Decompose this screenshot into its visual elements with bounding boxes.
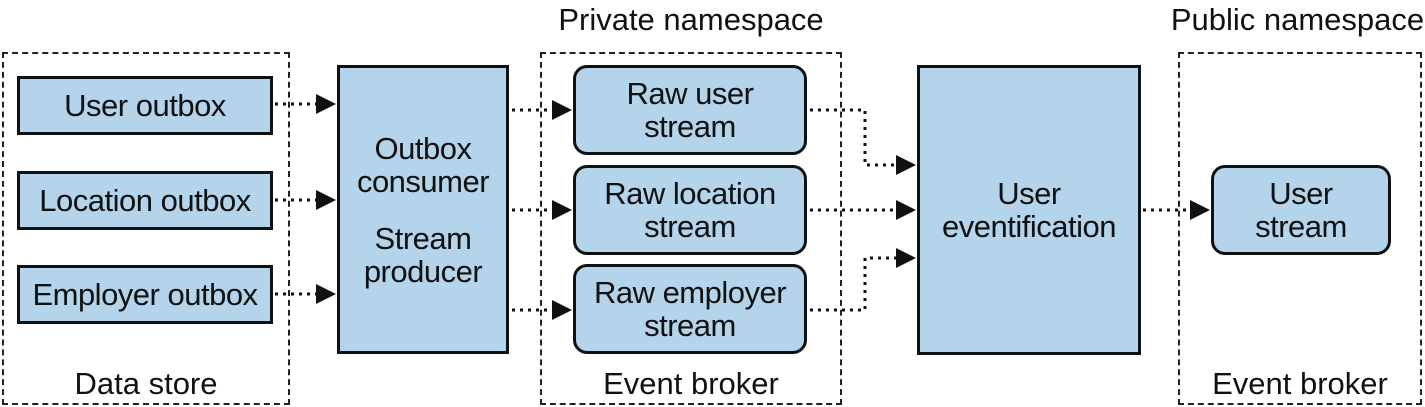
private-event-broker-group — [540, 52, 842, 405]
outbox-consumer-box: Outbox consumer Stream producer — [337, 65, 509, 354]
arrowhead-eventification-middle — [896, 200, 916, 220]
private-namespace-label: Private namespace — [558, 2, 824, 37]
arrowhead-user-stream — [1190, 200, 1210, 220]
stream-producer-label: Stream producer — [363, 220, 483, 289]
raw-location-stream: Raw location stream — [573, 165, 807, 255]
raw-user-stream: Raw user stream — [573, 65, 807, 155]
public-namespace-label: Public namespace — [1170, 2, 1425, 37]
arrowhead-eventification-bottom — [896, 248, 916, 268]
arrowhead-raw-employer — [552, 300, 572, 320]
public-event-broker-group — [1178, 52, 1422, 405]
arrowhead-user-outbox — [316, 94, 336, 114]
user-stream: User stream — [1211, 165, 1391, 255]
data-store-label: Data store — [74, 366, 218, 401]
private-event-broker-label: Event broker — [603, 366, 779, 401]
public-event-broker-label: Event broker — [1212, 366, 1388, 401]
arrowhead-eventification-top — [896, 155, 916, 175]
raw-employer-stream: Raw employer stream — [573, 264, 807, 354]
user-outbox: User outbox — [17, 76, 273, 135]
outbox-consumer-label: Outbox consumer — [356, 130, 490, 199]
location-outbox: Location outbox — [17, 171, 273, 230]
data-store-group — [2, 52, 290, 405]
arrowhead-raw-location — [552, 200, 572, 220]
connector-raw-employer-to-eventification — [810, 256, 898, 312]
arrowhead-location-outbox — [316, 190, 336, 210]
arrowhead-employer-outbox — [316, 284, 336, 304]
user-eventification-box: User eventification — [917, 65, 1141, 355]
employer-outbox: Employer outbox — [17, 265, 273, 324]
connector-raw-user-to-eventification — [810, 108, 898, 167]
arrowhead-raw-user — [552, 100, 572, 120]
